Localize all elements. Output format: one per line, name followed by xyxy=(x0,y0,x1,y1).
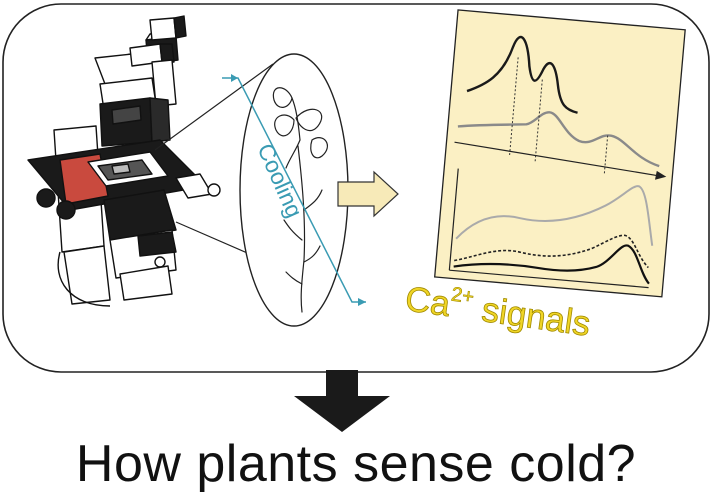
question-heading: How plants sense cold? xyxy=(75,435,637,493)
signal-panel xyxy=(433,9,686,298)
peak-marker-1 xyxy=(508,57,519,158)
trace-light-gray xyxy=(455,185,654,246)
trace-y-axis xyxy=(448,168,459,271)
trace-dotted xyxy=(454,234,649,269)
signal-panel-bg xyxy=(433,9,686,298)
cooling-path xyxy=(222,74,366,306)
down-arrow-icon xyxy=(294,370,390,432)
right-arrow-icon xyxy=(337,170,399,218)
excitation-curve xyxy=(457,111,660,168)
spectrum-axis xyxy=(454,141,663,177)
trace-x-axis xyxy=(449,269,649,289)
microscope-icon xyxy=(27,15,221,307)
peak-marker-2 xyxy=(534,79,543,162)
trace-black xyxy=(453,244,650,285)
spectrum-axis-arrow xyxy=(655,170,667,180)
seedling-icon xyxy=(272,87,328,313)
zoom-line-top xyxy=(154,63,274,151)
emission-peak-curve xyxy=(466,35,578,114)
